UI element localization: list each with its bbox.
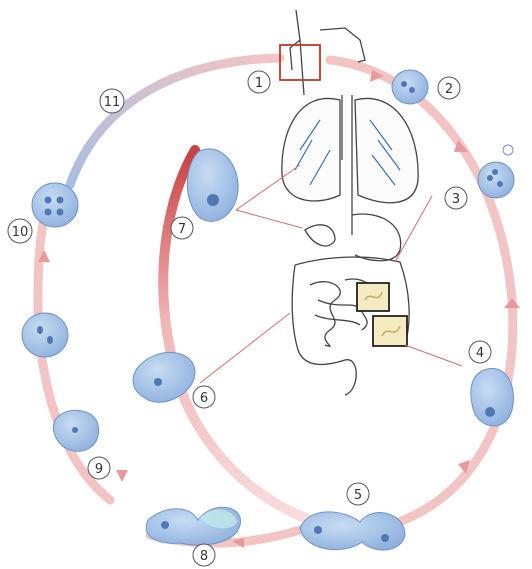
svg-text:6: 6	[200, 391, 208, 406]
outer-cycle-path	[38, 58, 520, 548]
label-5: 5	[347, 483, 369, 505]
trophozoite-cell-7	[187, 149, 238, 221]
label-6: 6	[193, 386, 215, 408]
svg-text:9: 9	[95, 462, 103, 477]
inner-cycle-path	[163, 150, 350, 530]
svg-text:11: 11	[104, 95, 121, 110]
precyst-cell-9	[53, 410, 98, 451]
cyst-cell-2	[392, 70, 428, 104]
excysting-cell	[478, 145, 514, 198]
label-3: 3	[445, 187, 467, 209]
label-1: 1	[248, 71, 270, 93]
label-8: 8	[193, 544, 215, 566]
svg-text:2: 2	[445, 82, 453, 97]
intestine-highlight-box-lower	[373, 316, 407, 346]
svg-text:3: 3	[452, 192, 460, 207]
trophozoite-cell-4	[471, 368, 514, 426]
cell-8	[146, 507, 240, 545]
mature-cyst-cell-10	[32, 183, 78, 227]
label-7: 7	[171, 217, 193, 239]
label-4: 4	[469, 341, 491, 363]
label-11: 11	[100, 89, 124, 113]
dividing-cell-5	[300, 512, 405, 550]
svg-text:7: 7	[178, 222, 186, 237]
svg-text:5: 5	[354, 488, 362, 503]
intestine-highlight-box-upper	[357, 283, 389, 311]
svg-text:4: 4	[476, 346, 484, 361]
svg-text:1: 1	[255, 76, 263, 91]
cyst-cell-round	[22, 313, 68, 357]
mouth-highlight-box	[280, 45, 320, 80]
label-2: 2	[438, 77, 460, 99]
label-10: 10	[8, 219, 32, 243]
svg-text:10: 10	[12, 225, 29, 240]
label-9: 9	[88, 457, 110, 479]
svg-text:8: 8	[200, 549, 208, 564]
